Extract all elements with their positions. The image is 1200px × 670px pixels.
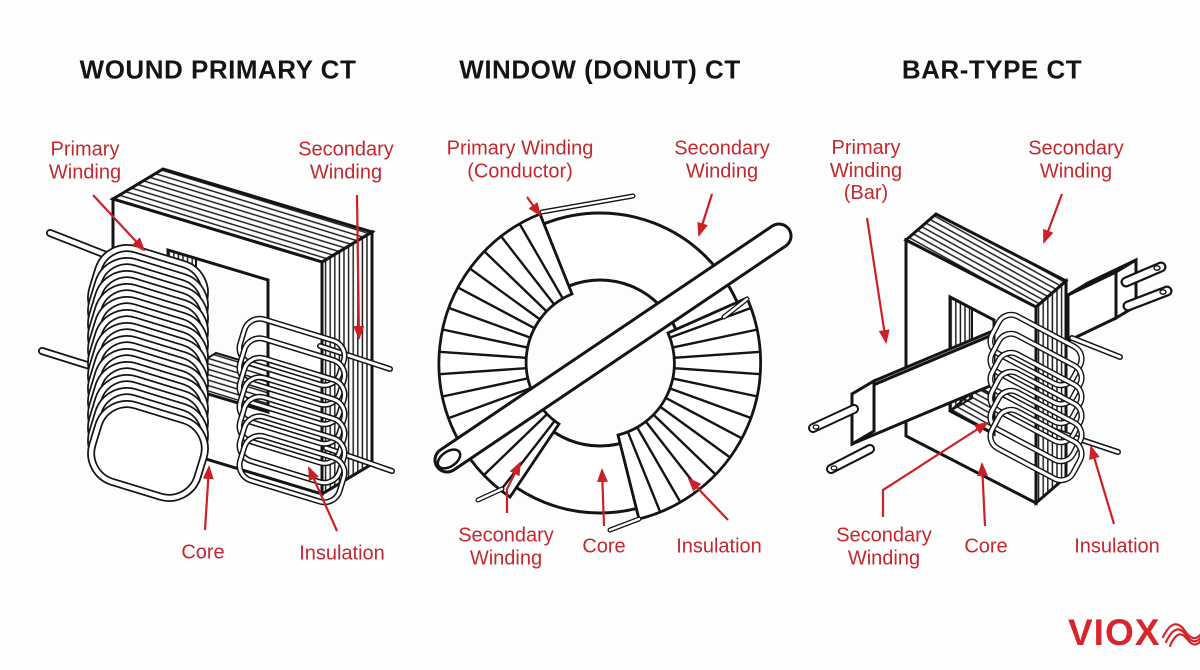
brand-logo: VIOX <box>1068 612 1200 654</box>
wound-ct-insulation-label: Insulation <box>299 542 385 565</box>
bar-terminal-rods <box>808 404 875 474</box>
donut-ct-insulation-label: Insulation <box>676 535 762 558</box>
primary-bar <box>850 328 994 447</box>
wound-ct-secondary-winding-label: Secondary Winding <box>298 138 394 183</box>
primary-conductor-rod <box>433 222 793 474</box>
wound-ct-primary-winding-label: Primary Winding <box>48 138 122 183</box>
panel-title-window-donut-ct: WINDOW (DONUT) CT <box>459 54 741 85</box>
winding-end-tails <box>475 193 750 533</box>
donut-ct-secondary-winding-top-label: Secondary Winding <box>674 137 770 182</box>
bar-terminal-block <box>1066 257 1173 344</box>
donut-ct-secondary-winding-bottom-label: Secondary Winding <box>458 524 554 569</box>
secondary-winding-coil <box>987 311 1085 484</box>
donut-ct-primary-winding-label: Primary Winding (Conductor) <box>446 137 594 182</box>
bar-type-ct-figure <box>808 212 1173 507</box>
bar-ct-core-label: Core <box>964 535 1008 558</box>
bar-ct-secondary-winding-top-label: Secondary Winding <box>1028 137 1124 182</box>
donut-ct-core-label: Core <box>582 535 626 558</box>
panel-title-wound-primary-ct: WOUND PRIMARY CT <box>79 54 357 85</box>
sine-wave-icon <box>1162 623 1200 648</box>
brand-logo-text: VIOX <box>1068 612 1161 653</box>
bar-ct-primary-winding-label: Primary Winding (Bar) <box>829 137 903 205</box>
bar-ct-secondary-winding-bottom-label: Secondary Winding <box>836 524 932 569</box>
secondary-winding-coil <box>236 315 348 506</box>
bar-ct-insulation-label: Insulation <box>1074 535 1160 558</box>
window-donut-ct-figure <box>433 193 793 533</box>
panel-title-bar-type-ct: BAR-TYPE CT <box>901 54 1083 85</box>
wound-primary-ct-figure <box>38 167 395 506</box>
wound-ct-core-label: Core <box>181 541 225 564</box>
label-leader-arrows <box>92 193 1116 532</box>
primary-winding-coil <box>87 244 209 502</box>
